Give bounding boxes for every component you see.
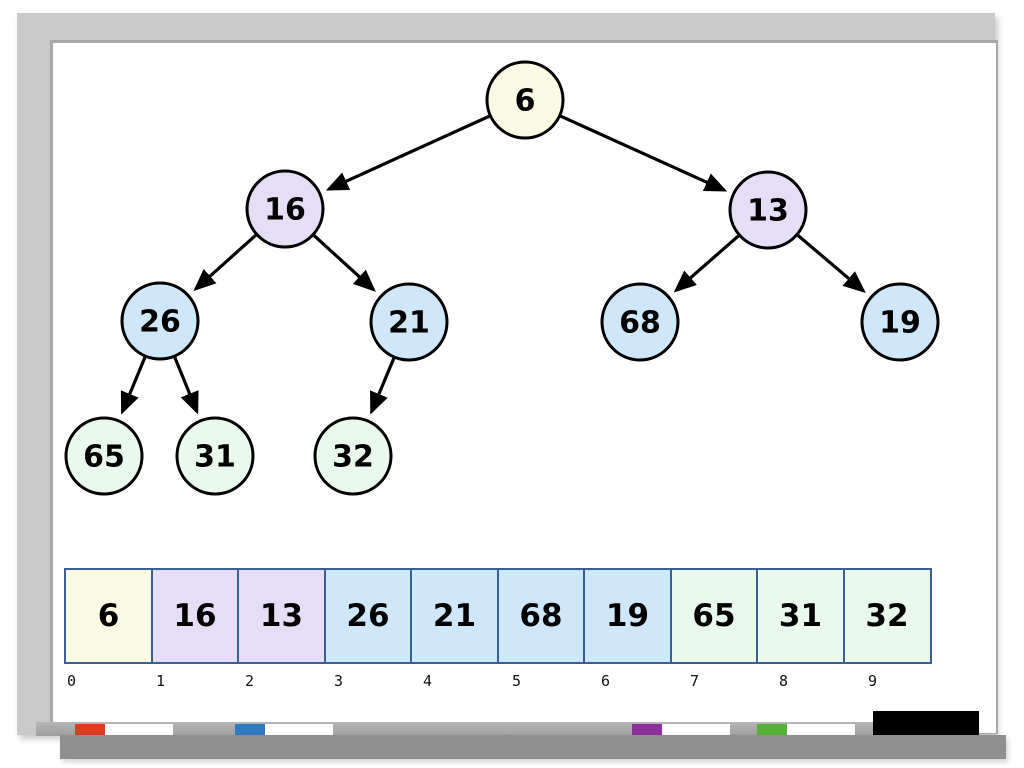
array-index-label-1: 1 [156, 672, 166, 690]
array-index-label-6: 6 [601, 672, 611, 690]
array-cell-4[interactable]: 21 [410, 568, 499, 664]
array-index-label-8: 8 [779, 672, 789, 690]
array-cell-5[interactable]: 68 [496, 568, 586, 664]
array-cell-7[interactable]: 65 [669, 568, 759, 664]
array-index-label-4: 4 [423, 672, 433, 690]
array-cell-3[interactable]: 26 [323, 568, 413, 664]
array-index-label-5: 5 [512, 672, 522, 690]
array-index-label-2: 2 [245, 672, 255, 690]
array-index-label-0: 0 [67, 672, 77, 690]
array-cell-9[interactable]: 32 [842, 568, 932, 664]
array-cell-1[interactable]: 16 [150, 568, 240, 664]
array-index-label-3: 3 [334, 672, 344, 690]
array-cell-0[interactable]: 6 [64, 568, 153, 664]
marker-tray [60, 735, 1006, 759]
array-index-label-7: 7 [690, 672, 700, 690]
array-cell-6[interactable]: 19 [583, 568, 672, 664]
array-index-row: 0 1 2 3 4 5 6 7 8 9 [64, 672, 954, 690]
array-index-label-9: 9 [868, 672, 878, 690]
array-cell-8[interactable]: 31 [756, 568, 845, 664]
array-cell-2[interactable]: 13 [237, 568, 326, 664]
